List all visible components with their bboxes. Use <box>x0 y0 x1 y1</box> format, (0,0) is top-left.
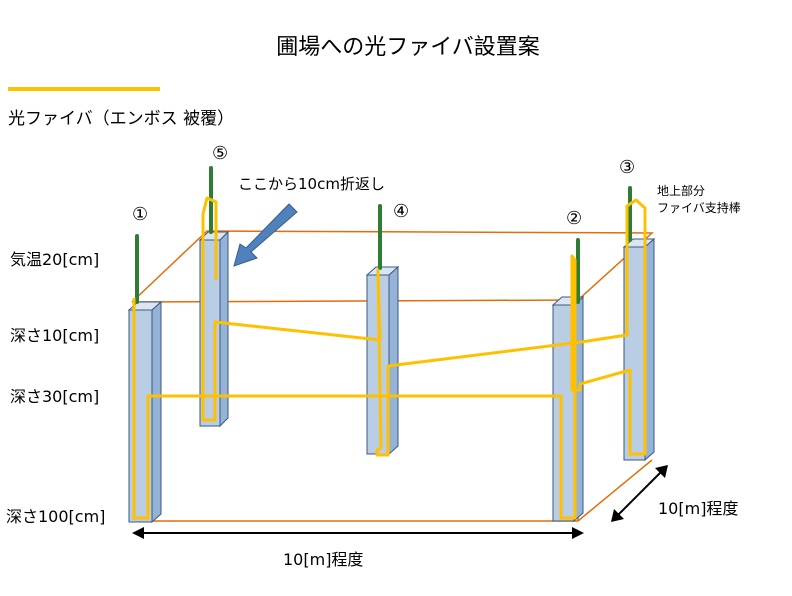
depth-dimension-label: 10[m]程度 <box>658 499 738 518</box>
depth-dimension-arrow <box>611 465 668 522</box>
post-4 <box>365 265 400 456</box>
fiber-route <box>132 196 647 520</box>
post-2 <box>551 295 585 523</box>
depth-label-30cm: 深さ30[cm] <box>10 387 99 406</box>
title: 圃場への光ファイバ設置案 <box>276 35 540 60</box>
legend-label: 光ファイバ（エンボス 被覆） <box>8 109 234 129</box>
post-label-4: ④ <box>393 201 409 222</box>
depth-label-100cm: 深さ100[cm] <box>6 507 105 526</box>
post-label-5: ⑤ <box>212 143 228 164</box>
post-label-1: ① <box>132 204 148 225</box>
depth-label-10cm: 深さ10[cm] <box>10 326 99 345</box>
post-label-3: ③ <box>619 157 635 178</box>
fold-annotation: ここから10cm折返し <box>238 175 385 193</box>
post-label-2: ② <box>566 208 582 229</box>
width-dimension-arrow <box>132 527 584 539</box>
width-dimension-label: 10[m]程度 <box>283 550 363 569</box>
depth-label-air: 気温20[cm] <box>10 250 99 269</box>
fold-arrow <box>233 203 298 267</box>
support-annotation-line1: 地上部分 <box>657 183 705 198</box>
support-annotation-line2: ファイバ支持棒 <box>657 200 741 215</box>
